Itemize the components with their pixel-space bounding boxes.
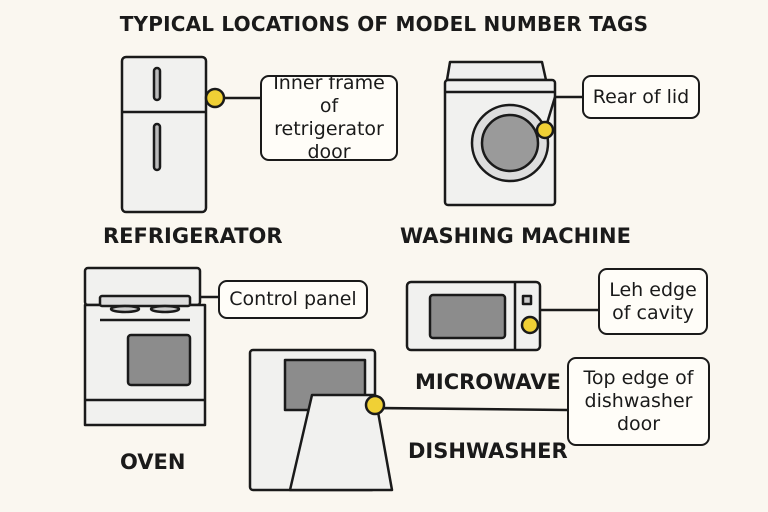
oven-illustration xyxy=(83,266,218,427)
label-washing-machine: WASHING MACHINE xyxy=(400,224,631,248)
tag-marker-washing-machine xyxy=(535,120,555,140)
callout-oven: Control panel xyxy=(218,280,368,319)
callout-refrigerator: Inner frame of retrigerator door xyxy=(260,72,398,163)
tag-marker-microwave xyxy=(520,315,540,335)
label-dishwasher: DISHWASHER xyxy=(408,439,568,463)
washing-machine-illustration xyxy=(443,60,582,207)
tag-marker-refrigerator xyxy=(204,87,226,109)
label-oven: OVEN xyxy=(120,450,186,474)
label-refrigerator: REFRIGERATOR xyxy=(103,224,283,248)
callout-washing-machine: Rear of lid xyxy=(582,75,700,119)
tag-marker-dishwasher xyxy=(364,394,386,416)
label-microwave: MICROWAVE xyxy=(415,370,561,394)
page-title: TYPICAL LOCATIONS OF MODEL NUMBER TAGS xyxy=(119,12,649,36)
dishwasher-illustration xyxy=(248,348,568,492)
callout-microwave: Leh edge of cavity xyxy=(598,268,708,335)
refrigerator-illustration xyxy=(120,55,260,214)
callout-dishwasher: Top edge of dishwasher door xyxy=(567,357,710,446)
microwave-illustration xyxy=(405,280,598,352)
